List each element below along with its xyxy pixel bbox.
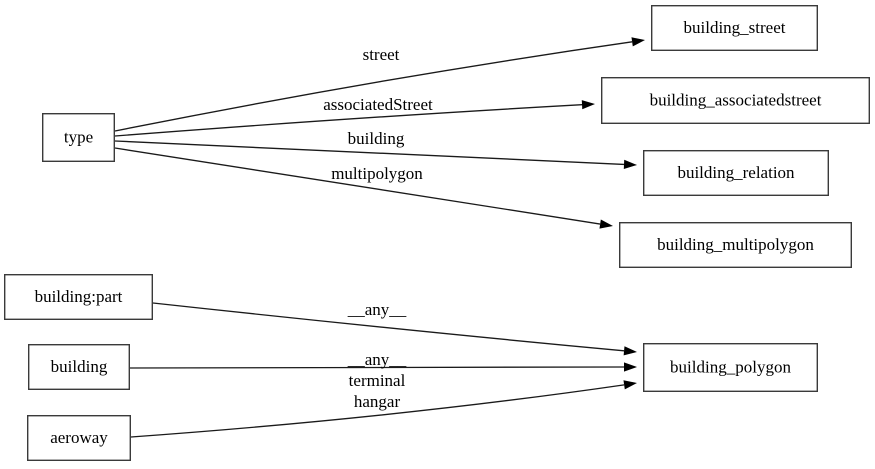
edge-arrowhead: [624, 362, 637, 372]
node-box[interactable]: [643, 343, 819, 393]
node-box[interactable]: [27, 415, 131, 462]
edge-label: __any__: [347, 300, 407, 319]
edge-label: associatedStreet: [323, 95, 433, 114]
edge-line: [152, 302, 625, 352]
graph-node-building_relation[interactable]: building_relation: [643, 149, 830, 196]
node-box[interactable]: [42, 112, 115, 162]
edge-line: [129, 366, 625, 369]
edge-label: street: [363, 45, 400, 64]
edges-layer: [114, 37, 645, 438]
edge-arrowhead: [581, 100, 595, 110]
node-box[interactable]: [643, 149, 830, 196]
edge-line: [114, 41, 633, 132]
node-box[interactable]: [3, 274, 154, 321]
graph-edge: [129, 362, 637, 372]
edge-arrowhead: [623, 380, 637, 390]
edge-line: [114, 147, 601, 225]
edge-line: [114, 104, 583, 137]
graph-node-building_part[interactable]: building:part: [3, 274, 154, 321]
node-box[interactable]: [28, 344, 130, 391]
graph-node-building_street[interactable]: building_street: [651, 4, 819, 51]
graph-node-building[interactable]: building: [28, 344, 130, 391]
edge-arrowhead: [631, 37, 645, 47]
node-label: building_street: [684, 18, 786, 37]
edge-labels-layer: street associatedStreet building multipolyg…: [323, 45, 433, 411]
graph-node-building_associatedstreet[interactable]: building_associatedstreet: [601, 76, 871, 124]
graph-node-aeroway[interactable]: aeroway: [27, 415, 131, 462]
graph-edge: [114, 147, 613, 229]
node-label: building_associatedstreet: [650, 90, 822, 109]
node-label: building_relation: [677, 163, 795, 182]
node-label: building:part: [35, 287, 123, 306]
graph-edge: [152, 302, 637, 356]
graph-node-building_polygon[interactable]: building_polygon: [643, 343, 819, 393]
graph-node-building_multipolygon[interactable]: building_multipolygon: [619, 221, 853, 268]
nodes-layer: type building_street building_associatedst…: [3, 4, 871, 462]
edge-label: multipolygon: [331, 164, 423, 183]
edge-label: __any__: [347, 350, 407, 369]
graph-node-type[interactable]: type: [42, 112, 115, 162]
node-label: aeroway: [50, 428, 108, 447]
node-box[interactable]: [619, 221, 853, 268]
node-label: building_polygon: [670, 357, 791, 376]
edge-arrowhead: [623, 159, 637, 169]
node-box[interactable]: [601, 76, 871, 124]
node-label: type: [64, 127, 93, 146]
edge-arrowhead: [599, 219, 613, 229]
edge-label: building: [348, 129, 405, 148]
node-box[interactable]: [651, 4, 819, 51]
node-label: building: [51, 357, 108, 376]
graph-edge: [130, 380, 637, 438]
graph-edge: [114, 140, 637, 169]
edge-line: [130, 384, 625, 438]
graph-edge: [114, 37, 645, 132]
edge-line: [114, 140, 625, 166]
edge-arrowhead: [623, 346, 637, 356]
node-label: building_multipolygon: [657, 235, 814, 254]
graph-edge: [114, 100, 595, 137]
